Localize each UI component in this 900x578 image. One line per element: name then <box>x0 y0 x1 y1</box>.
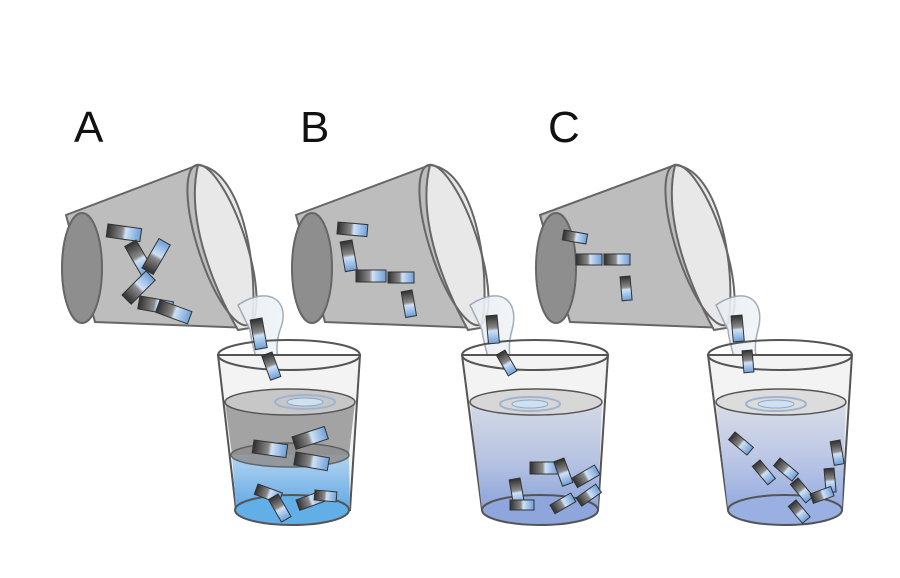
chips-c <box>561 229 845 524</box>
panel-label-c: C <box>548 103 580 152</box>
panel-c: C <box>535 103 854 526</box>
liquid-layer-c <box>716 402 846 510</box>
chips-b <box>336 221 603 515</box>
chips-a <box>105 223 338 523</box>
panel-label-a: A <box>74 103 104 152</box>
panel-label-b: B <box>300 103 329 152</box>
tilted-cup-c <box>535 163 736 332</box>
panel-a: A <box>61 103 362 526</box>
panel-b: B <box>291 103 610 526</box>
beaker-a <box>216 339 362 526</box>
tilted-cup-b <box>291 163 490 332</box>
